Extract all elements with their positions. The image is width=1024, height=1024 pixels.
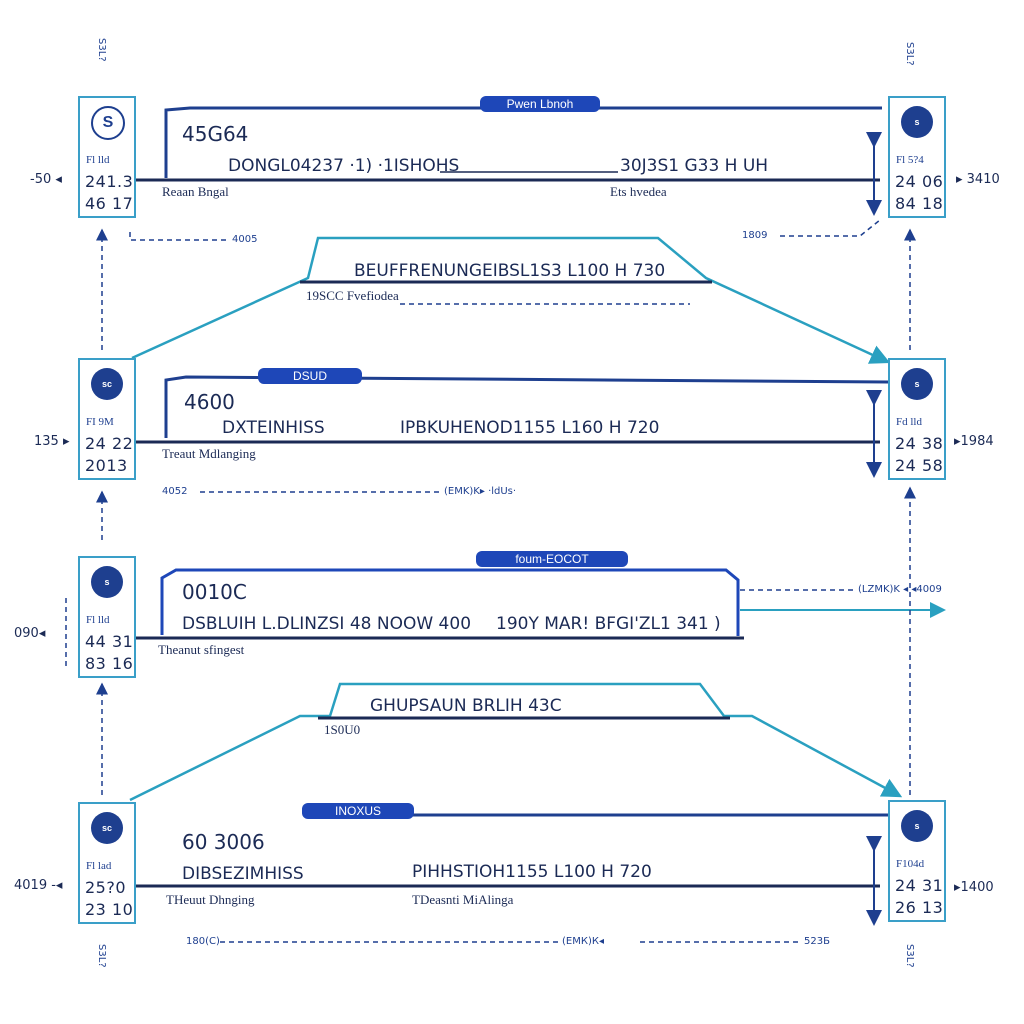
node-value-1: 24 06 [895, 172, 944, 191]
trapezoid-1 [131, 236, 891, 364]
block-2-code-left: DXTEINHISS [222, 418, 325, 438]
block-1-code-left: DONGL04237 ·1) ·1ISHOHS [228, 156, 460, 176]
node-value-1: 25?0 [85, 878, 127, 897]
block-1-code-right: 30J3S1 G33 H UH [620, 156, 769, 176]
node-kind: F104d [896, 858, 925, 870]
block-4-dash-right: 523Б [804, 936, 830, 947]
dash-label-top-right: 1809 [742, 230, 768, 241]
block-3-code-right: 190Y MAR! BFGI'ZL1 341 ) [496, 614, 721, 634]
badge-circle-icon: S [91, 106, 125, 140]
block-4-label-right: TDeasnti MiAlinga [412, 892, 514, 907]
node-kind: Fd lld [896, 416, 922, 428]
node-value-2: 2013 [85, 456, 128, 475]
block-3-label-left: Theanut sfingest [158, 642, 245, 657]
block-3-lines [65, 568, 946, 668]
block-4-dash-left: 180(C) [186, 936, 220, 947]
block-3-tag: foum-EOCOT [476, 551, 628, 567]
node-kind: FI 9M [86, 416, 114, 428]
node-left-2-side: 135 ▸ [34, 434, 70, 449]
node-kind: Fl lld [86, 614, 110, 626]
block-1-tag: Pwen Lbnoh [480, 96, 600, 112]
block-2-dash-mid: (EMK)K▸ ·ldUs· [444, 486, 517, 497]
node-right-3: s F104d 24 31 26 13 [888, 800, 946, 922]
block-2-tag: DSUD [258, 368, 362, 384]
vertical-connectors [96, 228, 916, 795]
block-1-label-right: Ets hvedea [610, 184, 667, 199]
node-value-2: 23 10 [85, 900, 134, 919]
vertical-label-top-left: S3L? [96, 38, 107, 62]
block-2-label-left: Treaut Mdlanging [162, 446, 256, 461]
block-2-lines [134, 375, 889, 493]
trap-2-code: GHUPSAUN BRLIH 43C [370, 696, 562, 716]
block-4-lines [134, 813, 888, 943]
trap-1-code: BEUFFRENUNGEIBSL1S3 L100 H 730 [354, 261, 666, 281]
node-kind: Fl lad [86, 860, 112, 872]
block-3-arrow-label: (LZMK)K ◂ ◂4009 [858, 584, 942, 595]
node-value-1: 241.3 [85, 172, 134, 191]
block-1-number: 45G64 [182, 122, 249, 146]
node-right-2-side: ▸1984 [954, 434, 994, 449]
block-4-label-left: THeuut Dhnging [166, 892, 255, 907]
vertical-label-bottom-left: S3L? [96, 944, 107, 968]
node-value-1: 44 31 [85, 632, 134, 651]
block-1-label-left: Reaan Bngal [162, 184, 229, 199]
node-right-2: s Fd lld 24 38 24 58 [888, 358, 946, 480]
block-2-code-right: IPBKUHENOD1155 L160 H 720 [400, 418, 660, 438]
block-4-code-right: PIHHSTIOH1155 L100 H 720 [412, 862, 652, 882]
node-right-3-side: ▸1400 [954, 880, 994, 895]
node-left-3: s Fl lld 44 31 83 16 [78, 556, 136, 678]
trap-2-sub: 1S0U0 [324, 722, 361, 737]
vertical-label-bottom-right: S3L? [904, 944, 915, 968]
block-3-code-left: DSBLUIH L.DLINZSI 48 NOOW 400 [182, 614, 472, 634]
node-left-4-side: 4019 -◂ [14, 878, 63, 893]
node-value-2: 83 16 [85, 654, 134, 673]
badge-circle-icon: s [91, 566, 123, 598]
dash-label-top-left: 4005 [232, 234, 258, 245]
node-value-1: 24 38 [895, 434, 944, 453]
node-left-2: sc FI 9M 24 22 2013 [78, 358, 136, 480]
block-4-tag: INOXUS [302, 803, 414, 819]
node-kind: Fl 5?4 [896, 154, 924, 166]
node-kind: Fl lld [86, 154, 110, 166]
block-2-dash-left: 4052 [162, 486, 188, 497]
node-value-2: 24 58 [895, 456, 944, 475]
node-value-2: 26 13 [895, 898, 944, 917]
badge-circle-icon: sc [91, 368, 123, 400]
node-left-1: S Fl lld 241.3 46 17 [78, 96, 136, 218]
vertical-label-top-right: S3L? [904, 42, 915, 66]
block-4-code-left: DIBSEZIMHISS [182, 864, 304, 884]
block-4-number: 60 3006 [182, 830, 265, 854]
block-2-number: 4600 [184, 390, 235, 414]
node-left-4: sc Fl lad 25?0 23 10 [78, 802, 136, 924]
badge-circle-icon: sc [91, 812, 123, 844]
node-value-2: 46 17 [85, 194, 134, 213]
node-right-1-side: ▸ 3410 [956, 172, 1000, 187]
trapezoid-2 [129, 682, 903, 802]
node-value-2: 84 18 [895, 194, 944, 213]
badge-circle-icon: s [901, 368, 933, 400]
badge-circle-icon: s [901, 106, 933, 138]
badge-circle-icon: s [901, 810, 933, 842]
node-left-3-side: 090◂ [14, 626, 46, 641]
node-value-1: 24 31 [895, 876, 944, 895]
node-value-1: 24 22 [85, 434, 134, 453]
block-3-number: 0010C [182, 580, 247, 604]
trap-1-sub: 19SCC Fvefiodea [306, 288, 399, 303]
node-right-1: s Fl 5?4 24 06 84 18 [888, 96, 946, 218]
block-4-dash-mid: (ЕМК)К◂ [562, 936, 604, 947]
node-left-1-side: -50 ◂ [30, 172, 62, 187]
